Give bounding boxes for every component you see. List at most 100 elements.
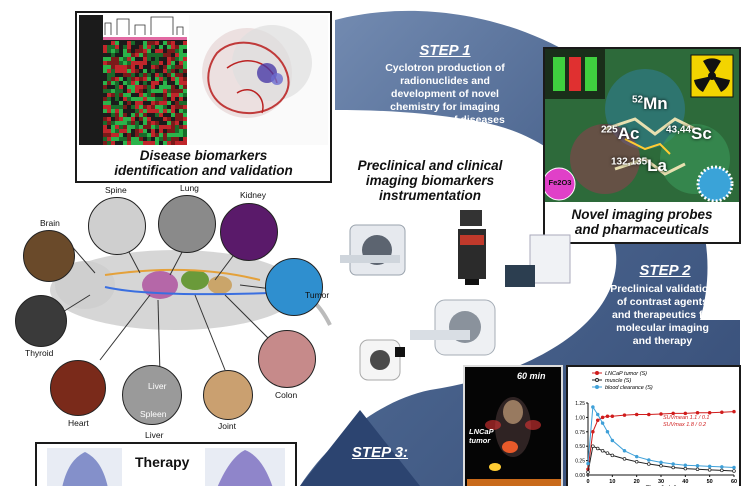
organ-label-liver-inner: Liver (148, 381, 167, 391)
pet-tumor-label-line1: LNCaP (469, 427, 494, 436)
data-point-2 (605, 430, 610, 434)
probes-caption-line2: and pharmaceuticals (574, 222, 710, 237)
x-tick-label: 50 (707, 479, 713, 485)
annotation-1: SUVmax 1.8 / 0.2 (663, 422, 706, 428)
mri-scanner (340, 224, 406, 276)
organ-label-joint: Joint (218, 421, 236, 431)
data-point-1 (634, 460, 639, 464)
therapy-panel: Therapy (35, 442, 297, 486)
time-activity-chart: 0.000.250.500.751.001.250102030405060Tim… (568, 367, 739, 486)
data-point-1 (659, 464, 663, 468)
data-point-2 (622, 449, 627, 453)
data-point-1 (707, 468, 712, 472)
y-tick-label: 1.00 (575, 415, 585, 421)
pet-ct-scanner (410, 299, 496, 356)
data-point-0 (610, 414, 615, 418)
ultrasound-unit (458, 210, 486, 285)
data-point-2 (591, 405, 595, 409)
data-point-1 (671, 465, 675, 470)
step2-title: STEP 2 (639, 262, 691, 279)
data-point-1 (600, 449, 605, 453)
data-point-0 (595, 418, 600, 423)
data-point-2 (720, 465, 724, 469)
organ-label-colon: Colon (275, 390, 298, 400)
data-point-1 (683, 466, 688, 471)
biomarkers-caption-line1: Disease biomarkers (139, 148, 268, 163)
data-point-0 (671, 411, 675, 416)
step2-line4: molecular imaging (616, 322, 709, 334)
data-point-1 (647, 462, 651, 466)
organ-imaging-panel: Spine Lung Kidney Brain Tumor Thyroid He… (0, 183, 335, 445)
isotope-la-mass: 132,135 (611, 156, 648, 168)
data-point-2 (695, 464, 700, 468)
colon-image (258, 330, 316, 388)
data-point-2 (707, 464, 712, 469)
data-point-1 (586, 470, 590, 474)
molecular-image (545, 49, 739, 202)
step1-line3: development of novel (391, 88, 499, 100)
data-point-0 (600, 415, 605, 420)
step2-line5: and therapy (632, 335, 693, 347)
data-point-2 (659, 460, 663, 465)
y-tick-label: 0.25 (575, 459, 585, 465)
microscope-workstation (505, 234, 571, 287)
pet-image-panel: 60 min LNCaP tumor (463, 365, 563, 486)
joint-image (203, 370, 253, 420)
step1-line2: radionuclides and (400, 75, 490, 87)
chart-background (568, 367, 739, 486)
data-point-2 (586, 461, 590, 466)
step1-text: Cyclotron production of radionuclides an… (350, 62, 540, 127)
isotope-mn-mass: 52 (632, 94, 644, 106)
isotope-mn-symbol: Mn (643, 94, 668, 113)
kidney-image (220, 203, 278, 261)
step1-title: STEP 1 (419, 42, 471, 59)
series-line-2 (587, 405, 735, 469)
organ-label-brain: Brain (40, 218, 60, 228)
data-point-1 (695, 467, 700, 471)
isotope-ac-symbol: Ac (617, 124, 640, 143)
step2-line2: of contrast agents (616, 296, 708, 308)
data-point-2 (600, 421, 605, 425)
biomarkers-caption: Disease biomarkers identification and va… (77, 148, 330, 178)
instruments-image (340, 210, 571, 381)
instrumentation-caption: Preclinical and clinical imaging biomark… (345, 158, 515, 203)
data-point-0 (659, 412, 663, 416)
data-point-2 (610, 438, 615, 443)
thyroid-image (15, 295, 67, 347)
x-tick-label: 20 (634, 479, 640, 485)
data-point-0 (647, 412, 651, 417)
data-point-2 (671, 462, 675, 466)
small-animal-scanner (359, 339, 405, 381)
data-point-1 (605, 451, 610, 455)
lung-image (158, 195, 216, 253)
isotope-la-symbol: La (647, 156, 667, 175)
data-point-2 (595, 412, 600, 417)
data-point-0 (622, 413, 627, 417)
heatmap-image (79, 15, 328, 145)
step1-line4: chemistry for imaging (390, 101, 500, 113)
pet-image (465, 367, 561, 486)
annotation-0: SUVmean 1.1 / 0.1 (663, 415, 709, 421)
data-point-0 (720, 410, 724, 414)
isotope-ac: 225Ac (601, 124, 639, 144)
step3-title: STEP 3: (351, 444, 409, 461)
data-point-1 (720, 468, 724, 473)
data-point-1 (732, 469, 736, 473)
isotope-sc-symbol: Sc (691, 124, 712, 143)
x-tick-label: 60 (731, 479, 737, 485)
step1-line1: Cyclotron production of (385, 62, 505, 74)
data-point-0 (634, 412, 639, 417)
therapy-label: Therapy (135, 454, 190, 470)
data-point-0 (707, 411, 712, 415)
organ-label-thyroid: Thyroid (25, 348, 54, 358)
arrow-head (300, 410, 420, 486)
brain-image (23, 230, 75, 282)
liver-image (122, 365, 182, 425)
data-point-2 (683, 463, 688, 467)
instrumentation-caption-line1: Preclinical and clinical (357, 158, 503, 173)
y-tick-label: 0.75 (575, 430, 585, 436)
legend-label-2: blood clearance (S) (605, 385, 653, 391)
pet-tumor-label: LNCaP tumor (469, 427, 494, 445)
instrumentation-caption-line2: imaging biomarkers (365, 173, 495, 188)
